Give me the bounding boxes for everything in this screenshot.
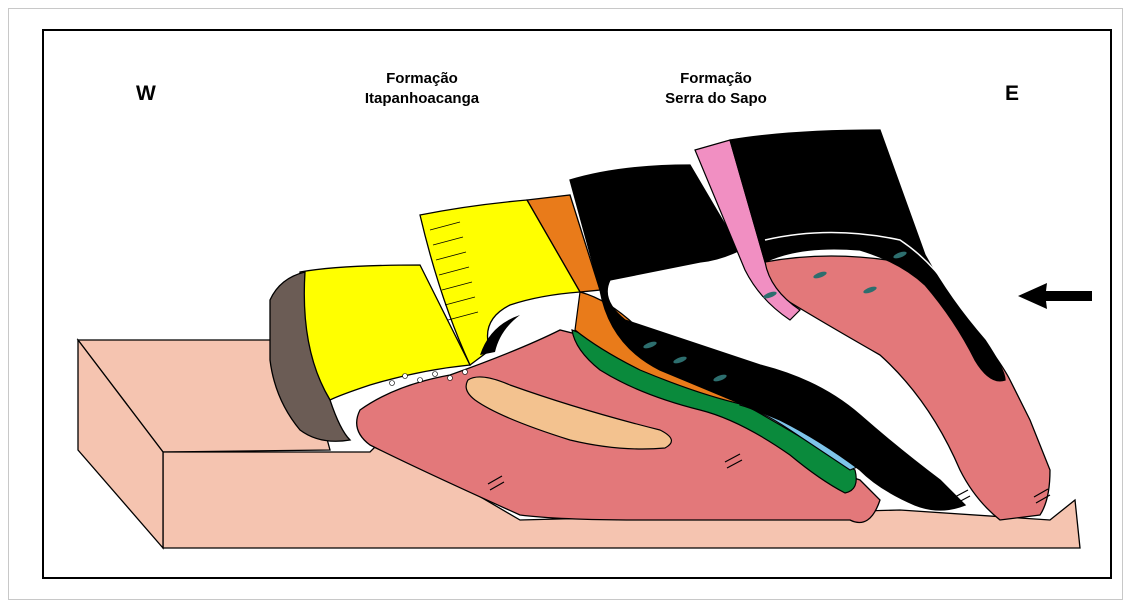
label-itapanhoacanga-line2: Itapanhoacanga (365, 90, 480, 107)
label-serra-do-sapo-line2: Serra do Sapo (665, 90, 767, 107)
label-itapanhoacanga-line1: Formação (386, 70, 458, 87)
label-east: E (1005, 82, 1019, 105)
label-serra-do-sapo-line1: Formação (680, 70, 752, 87)
label-west: W (136, 82, 156, 105)
